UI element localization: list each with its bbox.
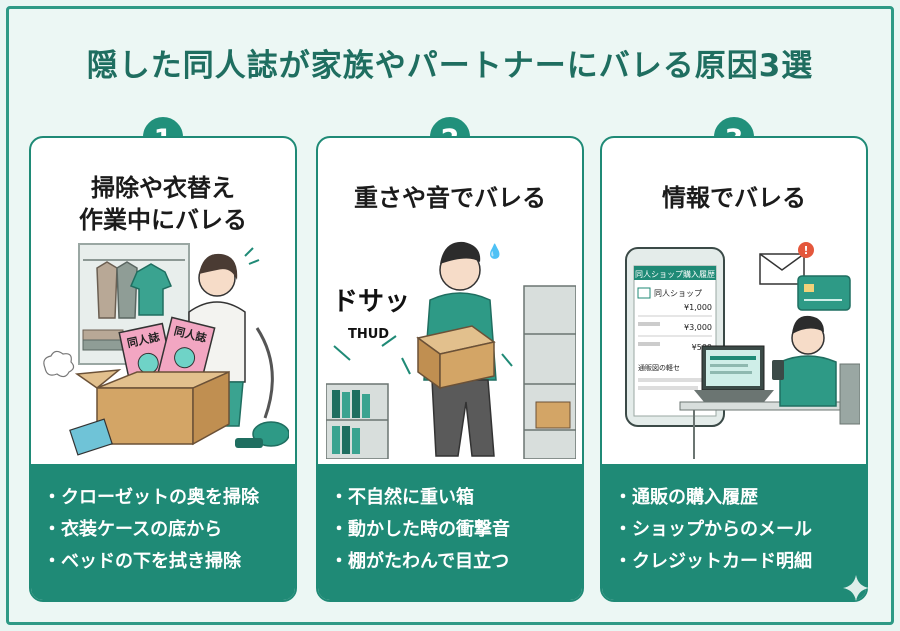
card-information: 情報でバレる 同人ショップ購入履歴 同人ショップ ¥1,000 ¥3,000 ¥… (600, 136, 868, 602)
book-label: 同人誌 (126, 330, 161, 351)
card-title: 掃除や衣替え 作業中にバレる (31, 172, 295, 236)
price-text: ¥3,000 (684, 323, 712, 332)
vacuum-hose-icon (255, 327, 274, 419)
reasons-list: ・クローゼットの奥を掃除 ・衣装ケースの底から ・ベッドの下を拭き掃除 (31, 464, 295, 600)
card-title-line: 作業中にバレる (79, 206, 247, 234)
cart-icon (637, 287, 651, 299)
green-shirt-icon (130, 263, 172, 316)
card-cleaning: 掃除や衣替え 作業中にバレる 同人誌 同人誌 (29, 136, 297, 602)
card-title-line: 情報でバレる (662, 184, 806, 212)
cleaning-illustration: 同人誌 同人誌 (43, 243, 289, 456)
reasons-list: ・不自然に重い箱 ・動かした時の衝撃音 ・棚がたわんで目立つ (318, 464, 582, 600)
heavy-box-icon (439, 341, 495, 389)
chair-icon (839, 363, 860, 425)
shop-name-text: 同人ショップ (654, 289, 702, 298)
reasons-list: ・通販の購入履歴 ・ショップからのメール ・クレジットカード明細 (602, 464, 866, 600)
hanging-coat-icon (96, 261, 118, 319)
sparkle-icon (843, 575, 869, 601)
list-item: ・ショップからのメール (614, 519, 812, 540)
sound-effect-en-text: THUD (348, 327, 389, 342)
price-text: ¥1,000 (684, 303, 712, 312)
svg-text:!: ! (803, 244, 808, 257)
sound-effect-text: ドサッ (332, 287, 410, 317)
information-illustration: 同人ショップ購入履歴 同人ショップ ¥1,000 ¥3,000 ¥500 通販図… (625, 242, 860, 459)
phone-header-text: 同人ショップ購入履歴 (635, 269, 715, 279)
shelf-unit-icon (523, 285, 576, 459)
heavy-box-illustration: ドサッ THUD 💧 (326, 241, 576, 459)
list-item: ・クレジットカード明細 (614, 551, 812, 572)
list-item: ・動かした時の衝撃音 (330, 519, 510, 540)
card-title-line: 掃除や衣替え (91, 174, 235, 202)
phone-footer-text: 通販図の軽セ (638, 363, 680, 372)
list-item: ・クローゼットの奥を掃除 (43, 487, 259, 508)
card-weight-sound: 重さや音でバレる ドサッ THUD 💧 ・ (316, 136, 584, 602)
card-title-line: 重さや音でバレる (354, 184, 546, 212)
alert-icon (798, 242, 814, 258)
list-item: ・棚がたわんで目立つ (330, 551, 510, 572)
book-on-floor-icon (69, 418, 113, 456)
credit-card-icon (797, 275, 851, 311)
card-title: 情報でバレる (602, 182, 866, 214)
svg-text:💧: 💧 (486, 243, 503, 260)
dust-cloud-icon (43, 350, 75, 378)
list-item: ・ベッドの下を拭き掃除 (43, 551, 241, 572)
card-title: 重さや音でバレる (318, 182, 582, 214)
list-item: ・衣装ケースの底から (43, 519, 223, 540)
list-item: ・不自然に重い箱 (330, 487, 474, 508)
cardboard-box-icon (96, 387, 194, 445)
page-title: 隠した同人誌が家族やパートナーにバレる原因3選 (86, 48, 814, 84)
list-item: ・通販の購入履歴 (614, 487, 758, 508)
